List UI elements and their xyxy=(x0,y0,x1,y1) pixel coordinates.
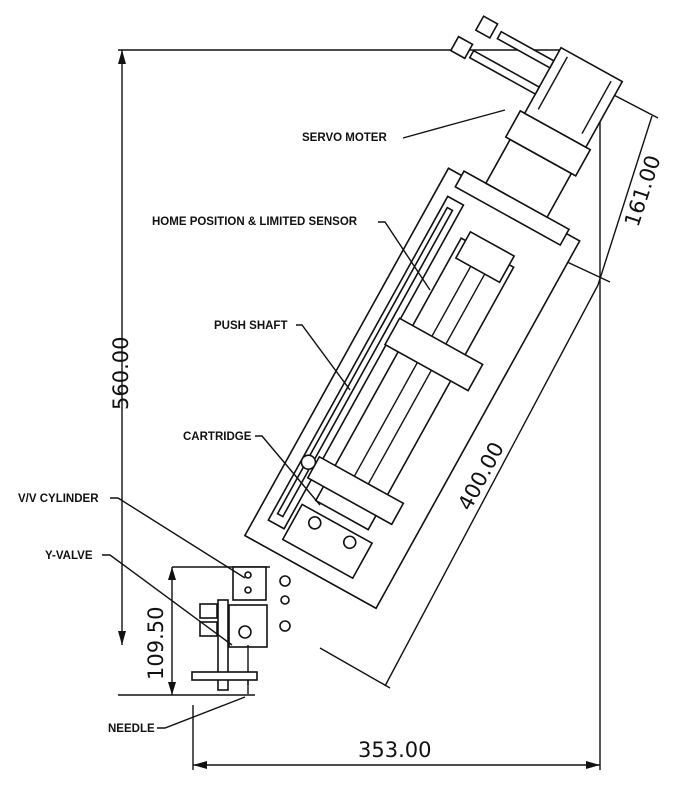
label-servo-motor: SERVO MOTER xyxy=(302,132,387,144)
dimension-lines xyxy=(118,49,659,770)
valve-assembly xyxy=(191,566,291,694)
dim-total-width: 353.00 xyxy=(358,738,431,762)
dim-valve-height: 109.50 xyxy=(144,607,168,680)
dim-motor-length: 161.00 xyxy=(620,152,666,229)
label-home-sensor: HOME POSITION & LIMITED SENSOR xyxy=(152,216,358,228)
leader-lines xyxy=(102,109,506,729)
label-cartridge: CARTRIDGE xyxy=(183,431,252,443)
push-plate xyxy=(383,317,484,392)
label-vv-cylinder: V/V CYLINDER xyxy=(18,493,99,505)
dim-total-height: 560.00 xyxy=(109,337,133,410)
servo-motor xyxy=(523,46,624,149)
y-valve xyxy=(238,625,252,639)
label-needle: NEEDLE xyxy=(108,723,155,735)
label-y-valve: Y-VALVE xyxy=(45,550,93,562)
cartridge-holder xyxy=(281,503,374,580)
label-push-shaft: PUSH SHAFT xyxy=(214,320,287,332)
dispenser-assembly xyxy=(243,15,624,610)
